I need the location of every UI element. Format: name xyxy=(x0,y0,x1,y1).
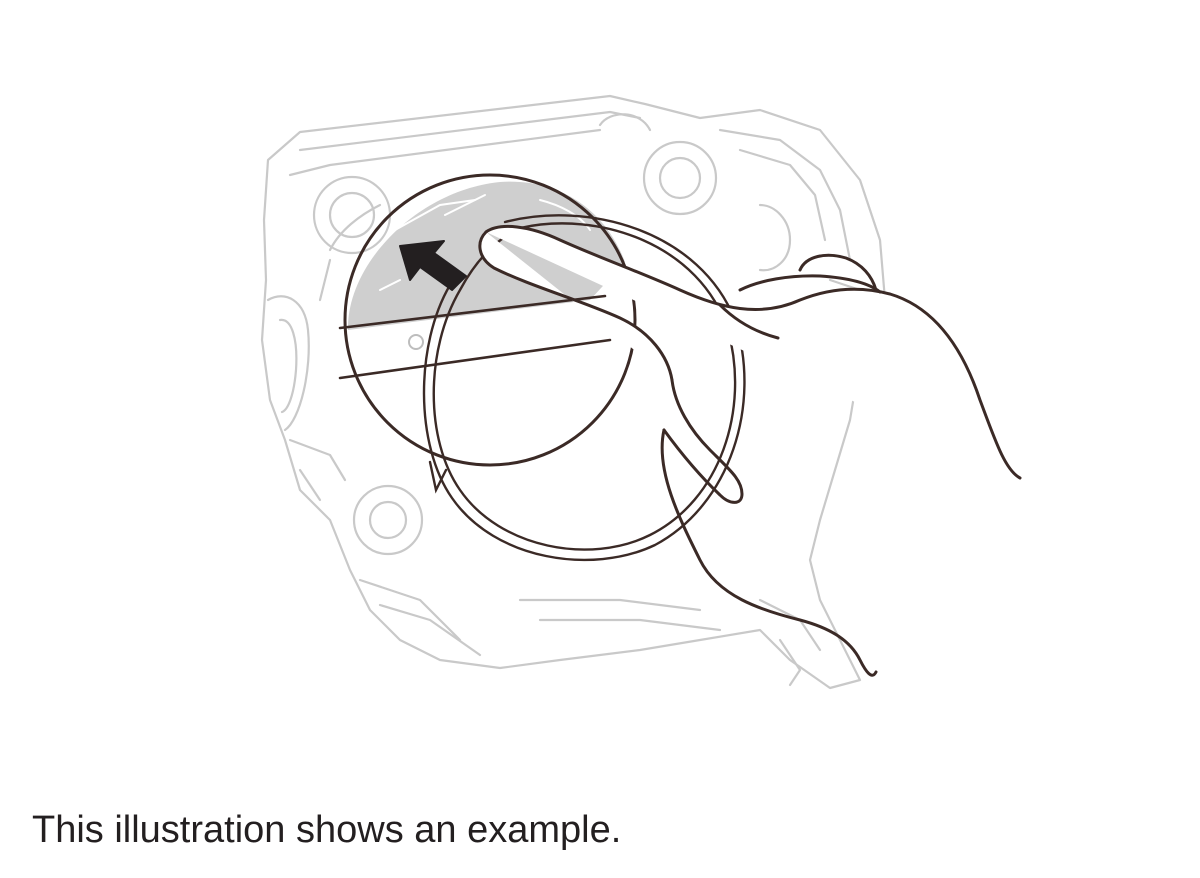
mount-cap-circle xyxy=(343,173,637,467)
hand-illustration xyxy=(478,225,1022,677)
mount-cap-inner-details xyxy=(379,194,591,291)
camera-body-outline xyxy=(260,94,887,690)
rotation-ring xyxy=(422,214,746,562)
lens-mount-illustration xyxy=(260,94,1022,690)
illustration-caption: This illustration shows an example. xyxy=(32,809,622,851)
bracket-screw xyxy=(408,334,424,350)
push-direction-arrow-icon xyxy=(399,240,467,291)
mount-bracket xyxy=(338,294,612,380)
